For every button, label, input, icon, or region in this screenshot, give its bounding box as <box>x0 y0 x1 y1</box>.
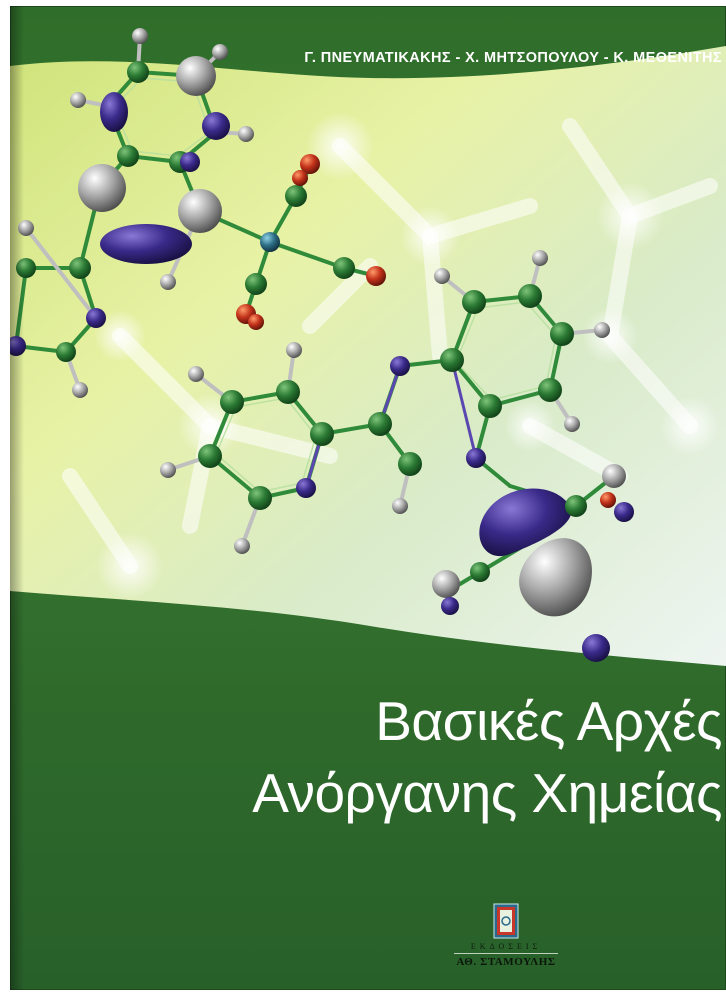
book-cover: Γ. ΠΝΕΥΜΑΤΙΚΑΚΗΣ - Χ. ΜΗΤΣΟΠΟΥΛΟΥ - Κ. Μ… <box>10 6 726 990</box>
authors-line: Γ. ΠΝΕΥΜΑΤΙΚΑΚΗΣ - Χ. ΜΗΤΣΟΠΟΥΛΟΥ - Κ. Μ… <box>304 50 722 66</box>
publisher-name: ΑΘ. ΣΤΑΜΟΥΛΗΣ <box>456 956 556 968</box>
publisher-label: ΕΚΔΟΣΕΙΣ <box>470 942 542 951</box>
publisher-rule <box>454 953 558 954</box>
publisher-logo-icon <box>493 903 519 939</box>
publisher-block: ΕΚΔΟΣΕΙΣ ΑΘ. ΣΤΑΜΟΥΛΗΣ <box>446 902 566 968</box>
publisher-logo-space <box>494 902 518 938</box>
book-title-line2: Ανόργανης Χημείας <box>252 762 722 824</box>
book-title-line1: Βασικές Αρχές <box>375 690 722 752</box>
spine-shadow <box>10 6 24 990</box>
molecule-illustration <box>10 28 726 939</box>
